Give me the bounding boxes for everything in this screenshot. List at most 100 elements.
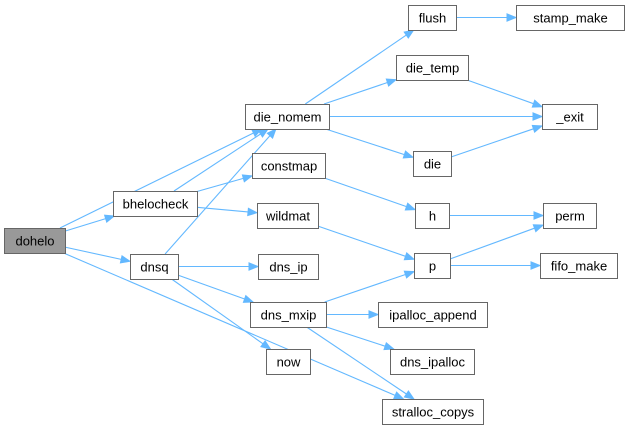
node-stamp-make[interactable]: stamp_make — [516, 5, 625, 31]
edge-flush-to-stamp_make — [456, 13, 518, 22]
node-box — [413, 151, 452, 177]
node-label: stamp_make — [533, 11, 607, 26]
node-label: h — [429, 209, 436, 224]
node-bhelocheck[interactable]: bhelocheck — [113, 191, 198, 217]
node-box — [542, 104, 598, 130]
node-label: wildmat — [265, 209, 310, 224]
node-box — [250, 302, 327, 328]
node-die-temp[interactable]: die_temp — [396, 55, 469, 81]
edge-dohelo-to-dnsq — [64, 246, 132, 264]
node-label: constmap — [261, 159, 317, 174]
node-box — [252, 153, 326, 179]
node-stralloc-copys[interactable]: stralloc_copys — [382, 399, 484, 425]
edge-die_nomem-to-_exit — [329, 112, 544, 121]
node-dns-ipalloc[interactable]: dns_ipalloc — [390, 349, 475, 375]
arrowhead — [257, 128, 270, 138]
edge-line — [325, 326, 386, 347]
node-label: dns_ipalloc — [400, 355, 466, 370]
arrowhead — [383, 341, 395, 351]
node-box — [540, 253, 618, 279]
node-label: dnsq — [140, 260, 168, 275]
node-box — [390, 349, 475, 375]
edge-line — [59, 132, 254, 229]
arrowhead — [103, 214, 116, 223]
edge-line — [177, 274, 245, 300]
node-fifo-make[interactable]: fifo_make — [540, 253, 618, 279]
node-label: dns_ip — [269, 260, 307, 275]
node-dohelo[interactable]: dohelo — [4, 228, 66, 254]
edge-dnsq-to-dns_ip — [178, 262, 260, 271]
arrowhead — [531, 124, 544, 134]
edge-p-to-fifo_make — [450, 261, 542, 270]
edge-dns_mxip-to-stralloc_copys — [306, 326, 416, 400]
edge-die_temp-to-_exit — [466, 79, 544, 108]
node-label: die — [424, 157, 441, 172]
arrowhead — [403, 390, 416, 400]
node-now[interactable]: now — [266, 349, 311, 375]
node-box — [245, 104, 330, 130]
node-box — [378, 302, 488, 328]
node-label: dns_mxip — [261, 308, 317, 323]
arrowhead — [532, 112, 544, 121]
node-p[interactable]: p — [414, 253, 451, 279]
node-label: ipalloc_append — [389, 308, 476, 323]
arrowhead — [247, 207, 259, 217]
arrowhead — [404, 202, 417, 211]
node-dns-ip[interactable]: dns_ip — [258, 254, 319, 280]
node-wildmat[interactable]: wildmat — [257, 203, 319, 229]
node-box — [516, 5, 625, 31]
node-label: stralloc_copys — [392, 405, 475, 420]
node-h[interactable]: h — [415, 203, 450, 229]
edge-constmap-to-h — [324, 177, 417, 211]
node-dns-mxip[interactable]: dns_mxip — [250, 302, 327, 328]
edge-p-to-perm — [449, 224, 545, 260]
node-box — [258, 254, 319, 280]
edge-line — [306, 326, 407, 395]
node-die[interactable]: die — [413, 151, 452, 177]
node-label: die_nomem — [254, 110, 322, 125]
node-label: p — [429, 259, 436, 274]
node-dnsq[interactable]: dnsq — [130, 254, 179, 280]
arrowhead — [532, 224, 545, 233]
edges-layer — [59, 13, 545, 400]
arrowhead — [392, 391, 405, 400]
edge-line — [173, 133, 261, 192]
node-box — [543, 203, 597, 229]
node-ipalloc-append[interactable]: ipalloc_append — [378, 302, 488, 328]
edge-line — [304, 34, 407, 105]
edge-line — [325, 128, 405, 156]
edge-bhelocheck-to-constmap — [196, 174, 254, 193]
edge-dnsq-to-dns_mxip — [177, 274, 255, 303]
edge-die_nomem-to-die — [325, 128, 415, 159]
node-die-nomem[interactable]: die_nomem — [245, 104, 330, 130]
node-label: now — [277, 355, 301, 370]
arrowhead — [403, 252, 416, 261]
node-label: fifo_make — [551, 259, 607, 274]
arrowhead — [260, 340, 272, 350]
node--exit[interactable]: _exit — [542, 104, 598, 130]
node-constmap[interactable]: constmap — [252, 153, 326, 179]
edge-dns_mxip-to-p — [324, 270, 416, 303]
node-flush[interactable]: flush — [408, 5, 457, 31]
arrowhead — [531, 99, 544, 108]
edge-line — [171, 278, 264, 345]
edge-h-to-perm — [449, 211, 545, 220]
edge-line — [196, 177, 244, 193]
edge-line — [64, 246, 122, 260]
node-label: dohelo — [15, 234, 54, 249]
arrowhead — [403, 270, 416, 279]
edge-line — [64, 218, 106, 232]
node-label: bhelocheck — [123, 197, 189, 212]
edge-dnsq-to-now — [171, 278, 272, 350]
node-label: perm — [555, 209, 585, 224]
arrowhead — [402, 150, 415, 159]
node-box — [414, 253, 451, 279]
arrowhead — [241, 174, 254, 183]
node-perm[interactable]: perm — [543, 203, 597, 229]
nodes-layer: dohelo bhelocheck dnsq die_nomem constmap wil… — [4, 5, 625, 425]
edge-line — [324, 177, 407, 208]
node-box — [130, 254, 179, 280]
node-box — [113, 191, 198, 217]
node-box — [382, 399, 484, 425]
